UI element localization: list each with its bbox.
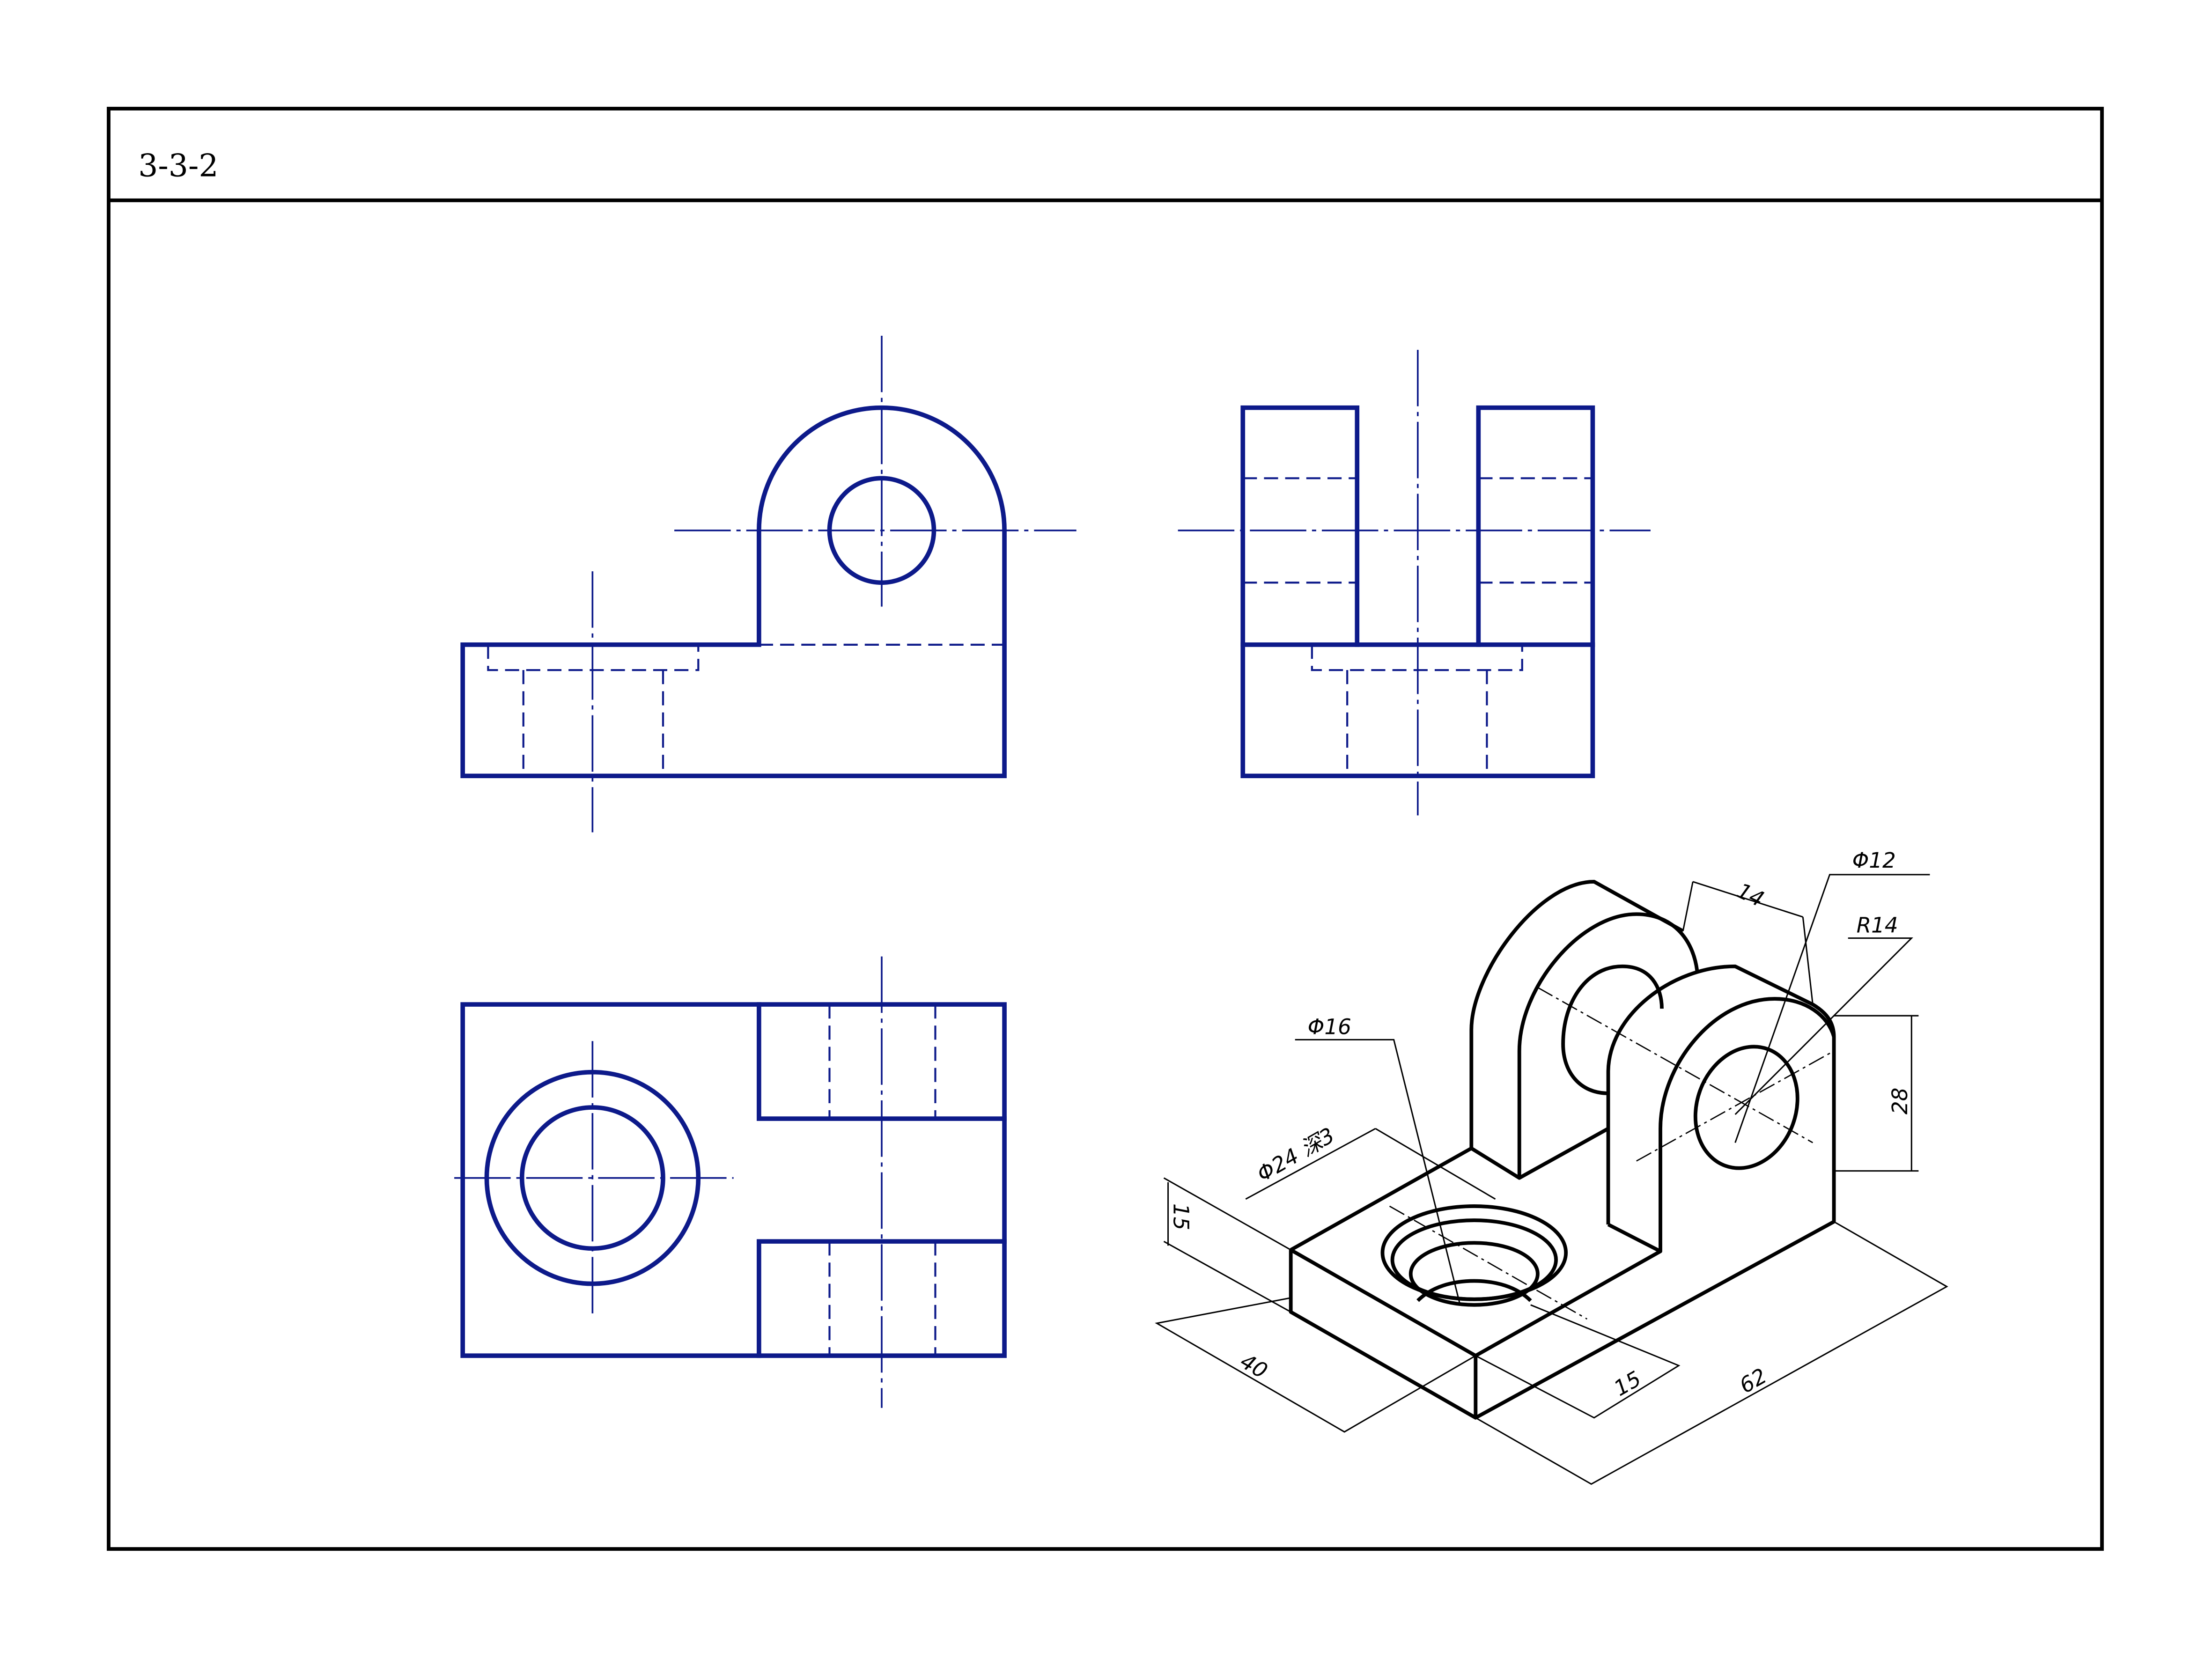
- sheet-title: 3-3-2: [138, 147, 218, 184]
- dim-15-width: 15: [1610, 1366, 1645, 1401]
- dim-14: 14: [1733, 878, 1768, 912]
- dim-r14: R14: [1857, 913, 1898, 937]
- dim-15-height: 15: [1169, 1203, 1194, 1231]
- top-view: [454, 956, 1007, 1408]
- dim-62: 62: [1735, 1363, 1771, 1398]
- dim-28: 28: [1888, 1088, 1912, 1115]
- dim-phi24-depth3: Φ24 深3: [1253, 1123, 1339, 1187]
- sheet-border: [107, 107, 2104, 1551]
- side-view: [1178, 350, 1651, 816]
- front-view: [460, 336, 1077, 833]
- dim-phi16: Φ16: [1308, 1014, 1351, 1039]
- dim-40: 40: [1236, 1349, 1272, 1384]
- isometric-view: 14 Φ12 R14 Φ16 Φ24 深3 15 28 40 15 62: [1155, 848, 1948, 1485]
- dim-phi12: Φ12: [1852, 848, 1896, 873]
